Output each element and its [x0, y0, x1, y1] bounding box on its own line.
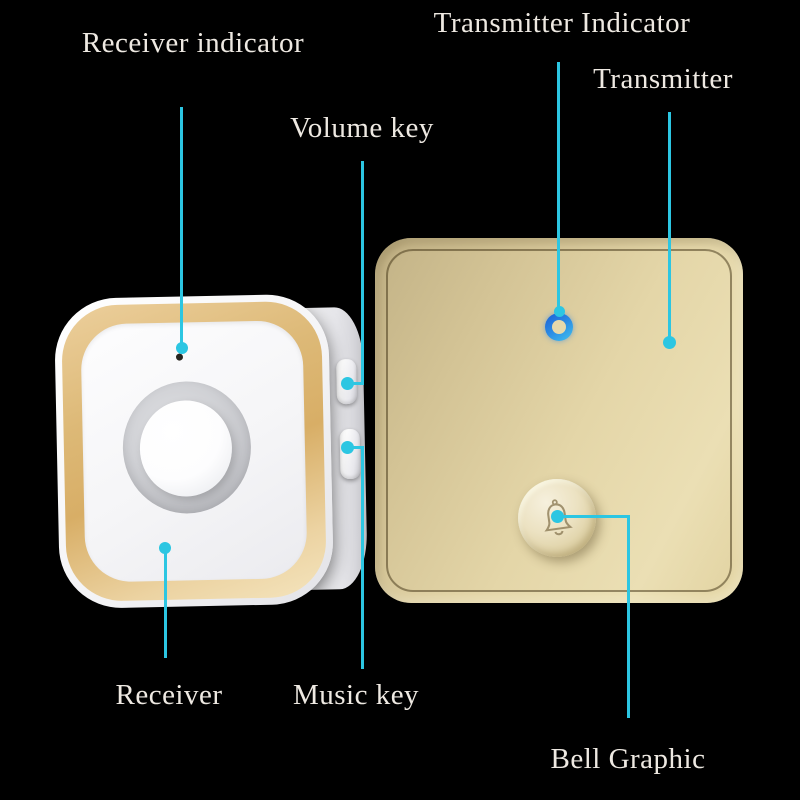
receiver-device [53, 293, 368, 611]
music-key-button [339, 428, 361, 480]
receiver-indicator-callout-line [180, 107, 183, 348]
bell-graphic-label: Bell Graphic [550, 743, 706, 775]
receiver-indicator-label: Receiver indicator [81, 27, 305, 59]
transmitter-led-indicator [545, 313, 573, 341]
transmitter-callout-dot [663, 336, 676, 349]
transmitter-indicator-callout-dot [554, 306, 565, 317]
bell-graphic-callout-line-horizontal [558, 515, 630, 518]
music-key-callout-dot [341, 441, 354, 454]
bell-icon [544, 499, 573, 536]
transmitter-led-center [552, 320, 566, 334]
bell-button [518, 479, 596, 557]
transmitter-indicator-callout-line [557, 62, 560, 313]
transmitter-label: Transmitter [593, 63, 733, 95]
music-key-callout-line-horizontal [348, 446, 363, 449]
receiver-label: Receiver [115, 679, 223, 711]
receiver-indicator-led [175, 353, 184, 361]
transmitter-callout-line [668, 112, 671, 342]
transmitter-indicator-label: Transmitter Indicator [433, 7, 691, 39]
receiver-callout-line [164, 548, 167, 658]
receiver-indicator-callout-dot [176, 342, 188, 354]
music-key-label: Music key [292, 679, 420, 711]
volume-key-callout-line [361, 161, 364, 384]
volume-key-label: Volume key [290, 112, 434, 144]
bell-graphic-callout-dot [551, 510, 564, 523]
bell-graphic-callout-line [627, 515, 630, 718]
volume-key-callout-line-horizontal [348, 382, 364, 385]
volume-key-callout-dot [341, 377, 354, 390]
music-key-callout-line [361, 446, 364, 669]
receiver-front-face [53, 293, 335, 610]
receiver-callout-dot [159, 542, 171, 554]
